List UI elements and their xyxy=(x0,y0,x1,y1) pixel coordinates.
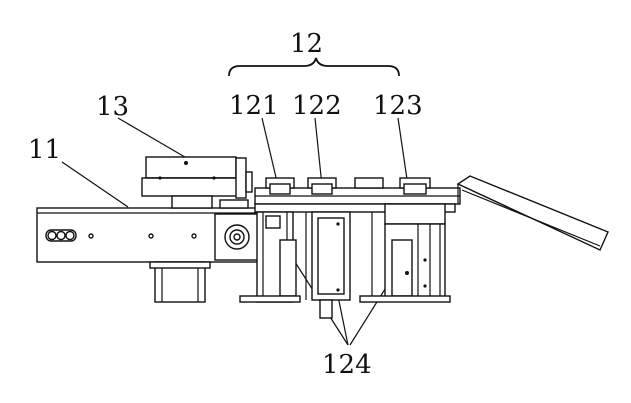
label-124: 124 xyxy=(322,350,372,380)
lift-cylinder-right xyxy=(359,203,451,303)
inclined-chute xyxy=(456,175,609,251)
label-121: 121 xyxy=(229,91,279,121)
label-11: 11 xyxy=(28,135,61,165)
lift-cylinder-middle xyxy=(305,211,351,319)
label-13: 13 xyxy=(96,92,129,122)
label-12: 12 xyxy=(290,29,323,59)
main-rail xyxy=(254,177,461,213)
label-122: 122 xyxy=(292,91,342,121)
label-123: 123 xyxy=(373,91,423,121)
assembly-brace xyxy=(228,57,400,77)
top-module-13 xyxy=(141,156,253,209)
lift-cylinder-left xyxy=(239,211,301,303)
